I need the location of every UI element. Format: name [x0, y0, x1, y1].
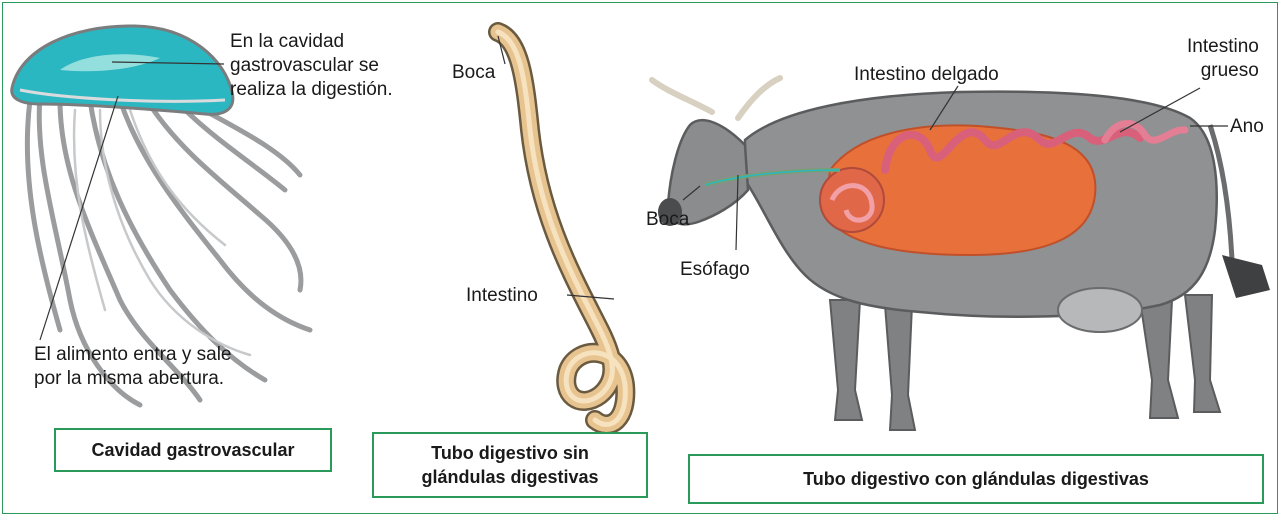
label-cavity-line-2: gastrovascular se — [230, 54, 393, 78]
label-small-intestine: Intestino delgado — [854, 63, 999, 87]
label-opening: El alimento entra y sale por la misma ab… — [34, 343, 232, 391]
label-large-intestine: Intestino grueso — [1187, 35, 1259, 83]
label-esophagus: Esófago — [680, 258, 750, 282]
label-worm-intestine: Intestino — [466, 284, 538, 308]
caption-worm: Tubo digestivo sin glándulas digestivas — [372, 432, 648, 498]
label-opening-line-2: por la misma abertura. — [34, 367, 232, 391]
caption-cow: Tubo digestivo con glándulas digestivas — [688, 454, 1264, 504]
label-anus: Ano — [1230, 115, 1264, 139]
label-cavity: En la cavidad gastrovascular se realiza … — [230, 30, 393, 102]
label-cow-mouth: Boca — [646, 208, 689, 232]
label-worm-mouth: Boca — [452, 61, 495, 85]
caption-jellyfish: Cavidad gastrovascular — [54, 428, 332, 472]
caption-worm-line-1: Tubo digestivo sin — [421, 441, 598, 465]
label-cavity-line-1: En la cavidad — [230, 30, 393, 54]
caption-worm-line-2: glándulas digestivas — [421, 465, 598, 489]
label-opening-line-1: El alimento entra y sale — [34, 343, 232, 367]
cow-illustration — [652, 78, 1270, 430]
label-large-intestine-line-1: Intestino — [1187, 35, 1259, 59]
caption-cow-text: Tubo digestivo con glándulas digestivas — [803, 467, 1149, 491]
label-cavity-line-3: realiza la digestión. — [230, 78, 393, 102]
caption-jellyfish-text: Cavidad gastrovascular — [91, 438, 294, 462]
label-large-intestine-line-2: grueso — [1187, 59, 1259, 83]
worm-illustration — [498, 32, 625, 425]
